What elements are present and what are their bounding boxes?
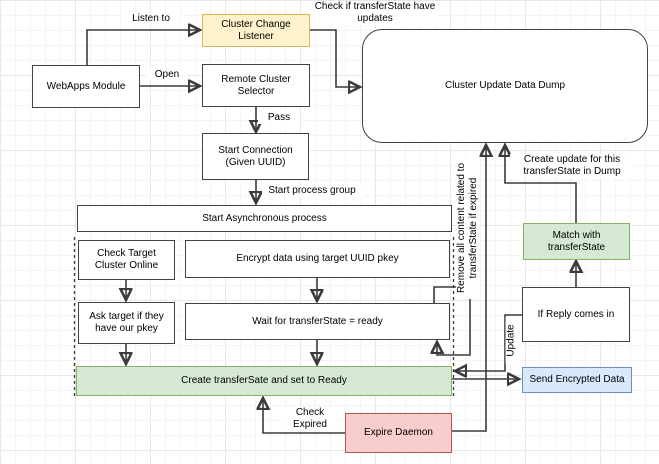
node-create-transfersate-ready[interactable]: Create transferSate and set to Ready	[76, 366, 452, 396]
node-cluster-update-data-dump[interactable]: Cluster Update Data Dump	[362, 29, 648, 143]
edge-label-start-process-group: Start process group	[262, 185, 362, 197]
node-match-with-transferstate[interactable]: Match with transferState	[523, 223, 630, 260]
node-cluster-change-listener[interactable]: Cluster Change Listener	[202, 14, 310, 47]
node-webapps-module[interactable]: WebApps Module	[32, 65, 140, 108]
edge-label-update: Update	[505, 317, 519, 364]
edge-label-create-update: Create update for this transferState in …	[510, 154, 634, 178]
edge-label-pass: Pass	[258, 112, 300, 124]
node-ask-target-pkey[interactable]: Ask target if they have our pkey	[78, 302, 175, 344]
edge-label-listen-to: Listen to	[122, 13, 180, 25]
node-start-asynchronous-process[interactable]: Start Asynchronous process	[77, 205, 452, 232]
edge-label-check-expired: Check Expired	[282, 407, 338, 431]
edge-label-open: Open	[146, 69, 188, 81]
node-encrypt-data[interactable]: Encrypt data using target UUID pkey	[185, 240, 450, 278]
node-remote-cluster-selector[interactable]: Remote Cluster Selector	[202, 64, 310, 107]
edge-listener-to-dump	[310, 29, 360, 87]
node-check-target-cluster-online[interactable]: Check Target Cluster Online	[78, 240, 175, 280]
node-send-encrypted-data[interactable]: Send Encrypted Data	[522, 367, 632, 393]
node-if-reply-comes-in[interactable]: If Reply comes in	[522, 287, 630, 342]
edge-label-check-updates: Check if transferState have updates	[312, 1, 438, 25]
edge-label-remove-content: Remove all content related to transferSt…	[456, 157, 480, 299]
node-expire-daemon[interactable]: Expire Daemon	[345, 413, 452, 453]
edge-webapps-to-listener	[86, 30, 200, 65]
node-wait-for-transferstate[interactable]: Wait for transferState = ready	[185, 303, 450, 340]
node-start-connection[interactable]: Start Connection (Given UUID)	[202, 133, 309, 180]
